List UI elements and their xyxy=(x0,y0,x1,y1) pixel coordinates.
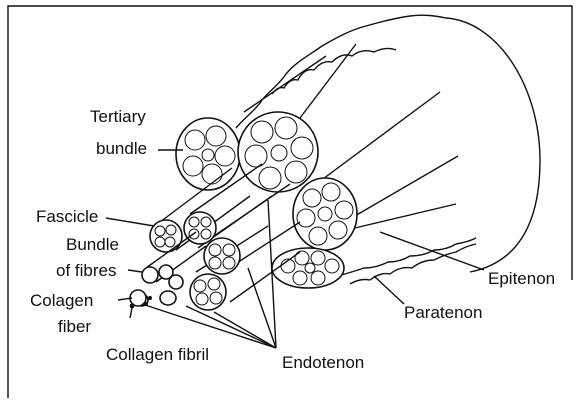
label-bundle-of-fibres-line2: of fibres xyxy=(56,261,116,280)
tertiary-bundle-bottom xyxy=(272,248,344,288)
collagen-fibril-dot xyxy=(130,304,135,309)
leader-endotenon xyxy=(186,306,276,348)
leader-collagen-fibril xyxy=(130,308,132,318)
fibre-line xyxy=(348,156,458,220)
leader-bundle-of-fibres xyxy=(128,270,142,272)
fascicle-end xyxy=(184,212,216,244)
paratenon-top-wave xyxy=(272,48,396,94)
label-collagen-fibril: Collagen fibril xyxy=(106,345,209,364)
label-epitenon: Epitenon xyxy=(488,269,555,288)
fascicle-end xyxy=(150,220,182,252)
label-fascicle: Fascicle xyxy=(36,207,98,226)
label-colagen-fiber-line1: Colagen xyxy=(30,291,93,310)
label-bundle-of-fibres-line1: Bundle xyxy=(66,235,119,254)
diagram-border xyxy=(8,6,572,398)
leader-paratenon xyxy=(374,276,404,304)
fascicle-end xyxy=(204,238,240,274)
tertiary-bundle-left xyxy=(176,118,240,190)
tertiary-bundle-side xyxy=(293,178,357,250)
fascicle-end xyxy=(190,274,226,310)
leader-fascicle xyxy=(106,218,154,226)
cylinder-end-arc xyxy=(446,18,540,272)
tertiary-bundle-right xyxy=(238,112,318,192)
label-paratenon: Paratenon xyxy=(404,303,482,322)
fibre-line xyxy=(244,56,326,112)
leader-epitenon xyxy=(380,232,484,270)
label-endotenon: Endotenon xyxy=(282,353,364,372)
paratenon-bottom-edge xyxy=(338,238,476,276)
paratenon-bottom-wave xyxy=(350,244,476,284)
label-tertiary-bundle-line1: Tertiary xyxy=(90,107,146,126)
label-tertiary-bundle-line2: bundle xyxy=(96,139,147,158)
label-colagen-fiber-line2: fiber xyxy=(58,317,91,336)
